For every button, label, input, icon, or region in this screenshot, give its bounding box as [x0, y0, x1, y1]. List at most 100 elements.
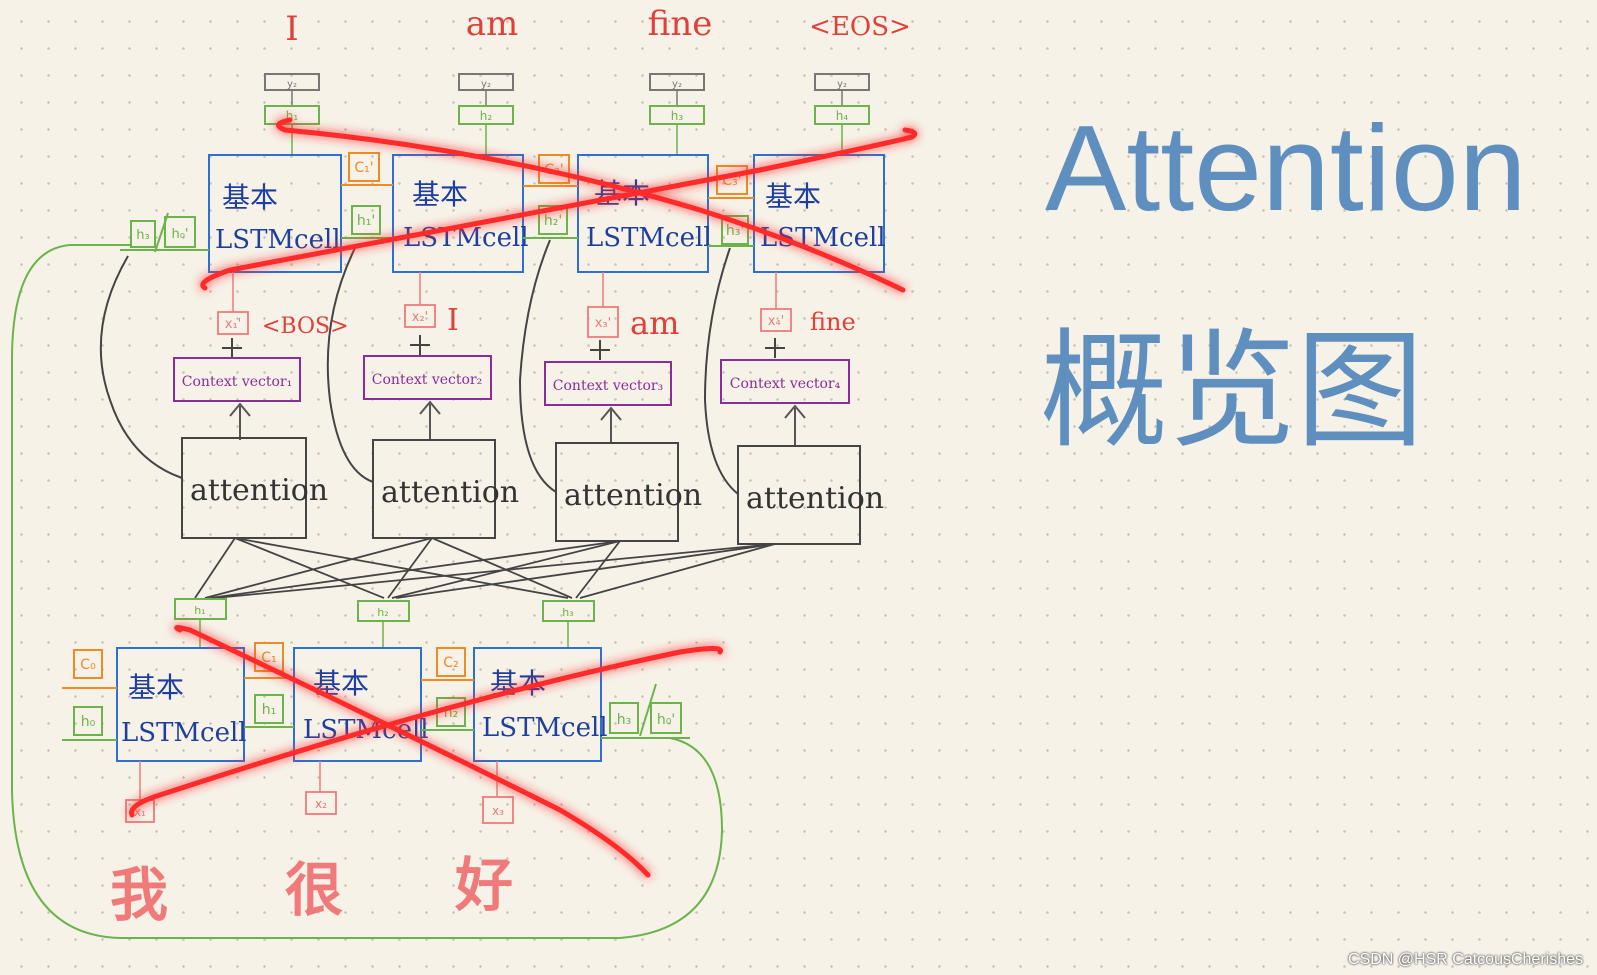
decoder-hp-box-3 [721, 215, 749, 245]
encoder-cell-1-line1: 基本 [128, 671, 184, 704]
decoder-token-4: fine [810, 308, 856, 336]
encoder-lstm-cells [116, 647, 602, 762]
attention-box-4 [737, 445, 861, 545]
decoder-init-h0p-box [164, 216, 196, 248]
encoder-h-label-3: h₃ [562, 606, 573, 619]
encoder-x-box-2 [305, 791, 337, 815]
y-label-4: y₂ [837, 79, 847, 90]
encoder-c-label-2: C₂ [443, 655, 458, 671]
encoder-end-h3-label: h₃ [617, 712, 632, 728]
attention-connections [194, 537, 776, 599]
decoder-token-2: I [447, 303, 459, 338]
decoder-x-box-4 [760, 308, 792, 332]
encoder-x-label-1: x₁ [134, 805, 146, 819]
encoder-c-box-2 [436, 647, 466, 677]
decoder-x-box-3 [587, 306, 619, 338]
context-vector-box-1 [173, 357, 301, 402]
decoder-h-label-3: h₃ [671, 109, 684, 123]
decoder-x-label-1: x₁' [225, 317, 241, 332]
decoder-hp-label-3: h₃' [726, 223, 744, 239]
encoder-word-1: 我 [110, 861, 168, 929]
encoder-h-state-box-1 [254, 694, 284, 724]
y-boxes [264, 73, 870, 91]
attention-query-curves [99, 239, 739, 495]
encoder-word-3: 好 [454, 851, 513, 919]
encoder-cell-1-line2: LSTMcell [121, 718, 247, 748]
encoder-cell-1 [116, 647, 245, 762]
y-label-1: y₂ [287, 79, 297, 90]
context-vector-box-3 [544, 361, 672, 406]
decoder-x-label-4: x₄' [768, 314, 784, 329]
attention-label-2: attention [381, 475, 519, 510]
decoder-cell-4-line1: 基本 [765, 180, 821, 213]
decoder-token-1: <BOS> [262, 314, 349, 339]
decoder-cell-1 [208, 154, 342, 273]
decoder-hidden-boxes [264, 105, 870, 125]
decoder-token-3: am [630, 304, 679, 342]
decoder-hp-box-1 [351, 205, 381, 235]
attention-label-4: attention [746, 481, 884, 516]
encoder-cross-1 [174, 625, 651, 878]
encoder-h-label-2: h₂ [377, 606, 388, 619]
decoder-cell-1-line1: 基本 [222, 181, 278, 214]
output-token-1: I [285, 9, 298, 49]
output-token-2: am [466, 4, 519, 44]
y-label-3: y₂ [672, 79, 682, 90]
encoder-cell-3 [473, 647, 602, 762]
context-vector-boxes [173, 355, 850, 406]
decoder-c-label-1: C₁' [354, 160, 373, 176]
output-tokens: I am fine <EOS> [285, 4, 911, 49]
encoder-cell-3-line2: LSTMcell [482, 713, 608, 743]
decoder-init-h0p-label: h₀' [171, 227, 188, 242]
encoder-h-label-1: h₁ [194, 604, 205, 617]
encoder-end-h0p-label: h₀' [657, 712, 675, 728]
decoder-cross-2 [200, 127, 918, 291]
encoder-state-boxes [73, 642, 466, 736]
output-token-3: fine [648, 4, 713, 44]
encoder-to-decoder-connection [11, 244, 724, 939]
encoder-x-label-3: x₃ [492, 804, 504, 818]
encoder-c-label-0: C₀ [80, 657, 96, 673]
decoder-h-label-2: h₂ [480, 109, 493, 123]
decoder-h-label-4: h₄ [836, 109, 849, 123]
decoder-c-box-1 [348, 152, 380, 182]
encoder-x-label-2: x₂ [315, 797, 327, 811]
encoder-x-box-3 [482, 796, 514, 824]
encoder-h-state-label-0: h₀ [81, 714, 96, 730]
decoder-cell-3 [577, 154, 709, 273]
attention-label-3: attention [564, 478, 702, 513]
attention-box-1 [181, 437, 307, 539]
attention-label-1: attention [190, 473, 328, 508]
encoder-cell-2 [293, 647, 422, 762]
encoder-c-label-1: C₁ [261, 650, 276, 666]
output-token-4: <EOS> [809, 12, 911, 42]
decoder-init-boxes [120, 212, 209, 253]
decoder-hp-box-2 [538, 205, 568, 235]
decoder-lstm-cells [208, 154, 885, 273]
decoder-cell-2-line1: 基本 [412, 178, 468, 211]
decoder-x-label-3: x₃' [595, 316, 611, 331]
watermark: CSDN @HSR CatcousCherishes [1348, 951, 1583, 968]
decoder-cell-4 [753, 154, 885, 273]
encoder-word-2: 很 [285, 856, 343, 924]
encoder-end-h3-box [609, 702, 639, 734]
decoder-cell-1-line2: LSTMcell [215, 225, 341, 255]
y-label-2: y₂ [481, 79, 491, 90]
encoder-c-box-0 [73, 649, 103, 679]
plus-signs [222, 335, 785, 360]
decoder-cell-2 [392, 154, 524, 273]
decoder-init-h3-box [130, 220, 156, 248]
encoder-x-box-1 [125, 799, 155, 823]
decoder-x-box-2 [404, 304, 436, 328]
decoder-input-boxes [217, 304, 792, 338]
red-cross-marks [129, 117, 918, 878]
decoder-cell-3-line2: LSTMcell [586, 223, 712, 253]
context-vector-label-4: Context vector₄ [730, 376, 841, 392]
context-vector-box-4 [720, 359, 850, 404]
encoder-cross-2 [129, 646, 723, 818]
title-overview: 概览图 [1040, 317, 1424, 466]
encoder-c-box-1 [254, 642, 284, 672]
encoder-end-boxes [601, 683, 690, 739]
context-vector-label-3: Context vector₃ [553, 378, 663, 394]
decoder-x-box-1 [217, 311, 249, 335]
